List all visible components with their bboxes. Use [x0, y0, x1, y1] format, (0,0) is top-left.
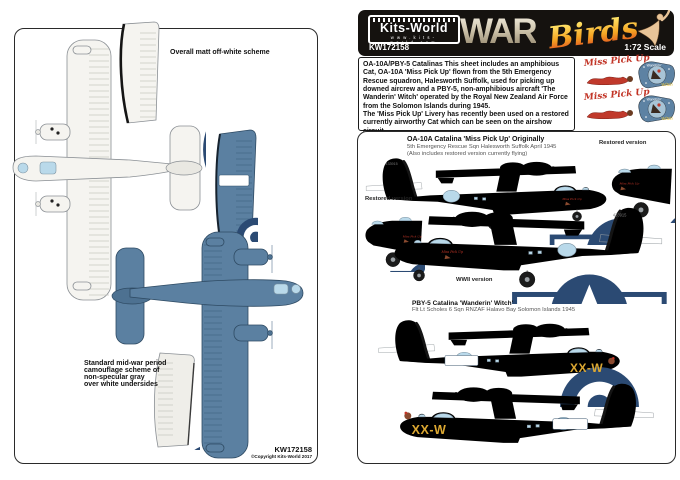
pby5-profile-starboard: .blueuse .hullshape{fill:#5b80a1;stroke:… — [377, 316, 639, 407]
brand-name: Kits-World — [380, 21, 448, 35]
brand-url: www.kits-world.com — [390, 35, 438, 46]
label-restored-2: Restored version — [365, 196, 413, 202]
blue-wing-panel — [215, 129, 258, 242]
label-wwii-2: WWII version — [456, 277, 493, 283]
pinup-decal-2 — [586, 110, 633, 120]
warbirds-title-war: WAR — [460, 12, 538, 51]
oa10a-profile-wwii-port: Miss Pick Up 433915 — [393, 203, 665, 304]
header-sheet-code: KW172158 — [369, 43, 410, 52]
svg-text:Miss Pick Up: Miss Pick Up — [402, 235, 422, 239]
svg-text:XX-W: XX-W — [412, 423, 447, 437]
svg-text:Miss Pick Up: Miss Pick Up — [618, 182, 639, 186]
wanderin-witch-decal-1: Wanderin' Witch — [638, 61, 675, 89]
header-bar: Kits-World www.kits-world.com KW172158 W… — [358, 10, 674, 56]
pinup-figure-icon — [637, 10, 670, 47]
pby5-profile-port: XX-W — [398, 379, 655, 445]
wanderin-witch-decal-2: Wanderin' Witch — [638, 95, 675, 123]
oa10a-caption: OA-10A Catalina 'Miss Pick Up' Originall… — [407, 136, 607, 158]
svg-text:Miss Pick Up: Miss Pick Up — [561, 197, 582, 201]
blue-catalina-top-view — [111, 231, 304, 459]
grey-wing-panel — [153, 352, 200, 450]
svg-text:Miss Pick Up: Miss Pick Up — [440, 250, 463, 254]
description-text: OA-10A/PBY-5 Catalinas This sheet includ… — [358, 57, 575, 135]
white-wing-panel — [119, 21, 160, 124]
sheet-code-footer: KW172158 — [274, 445, 312, 454]
nose-section-restored-left: Miss Pick Up — [365, 216, 425, 272]
pby5-title: PBY-5 Catalina 'Wanderin' Witch' — [412, 300, 514, 307]
scheme-note-camouflage: Standard mid-war period camouflage schem… — [84, 360, 167, 388]
pby5-caption: PBY-5 Catalina 'Wanderin' Witch' Flt Lt … — [412, 300, 652, 314]
label-restored-1: Restored version — [599, 140, 647, 146]
svg-text:XX-W: XX-W — [570, 361, 603, 375]
scheme-note-offwhite: Overall matt off-white scheme — [170, 49, 270, 56]
svg-text:Wanderin': Wanderin' — [646, 98, 661, 102]
svg-text:433915: 433915 — [385, 162, 397, 166]
nose-section-restored-right: .whiteuse .hullshape{fill:#f5f4f0;stroke… — [611, 164, 675, 223]
oa10a-title: OA-10A Catalina 'Miss Pick Up' Originall… — [407, 136, 545, 143]
copyright-text: ©Copyright Kits-World 2017 — [251, 454, 312, 459]
pinup-decal-1 — [586, 76, 633, 86]
svg-text:433915: 433915 — [613, 212, 627, 217]
svg-text:Witch: Witch — [661, 82, 673, 87]
svg-text:Witch: Witch — [661, 116, 673, 121]
svg-text:Wanderin': Wanderin' — [646, 64, 661, 68]
white-catalina-top-view — [12, 36, 206, 301]
kitsworld-logo: Kits-World www.kits-world.com — [368, 15, 460, 46]
oa10a-subtitle2: (Also includes restored version currentl… — [407, 150, 528, 157]
scale-label: 1:72 Scale — [624, 42, 666, 52]
pby5-subtitle: Flt Lt Scholes 6 Sqn RNZAF Halavo Bay So… — [412, 307, 576, 314]
logo-filmstrip-icon — [373, 18, 455, 22]
oa10a-subtitle: 5th Emergency Rescue Sqn Halesworth Suff… — [407, 144, 557, 151]
